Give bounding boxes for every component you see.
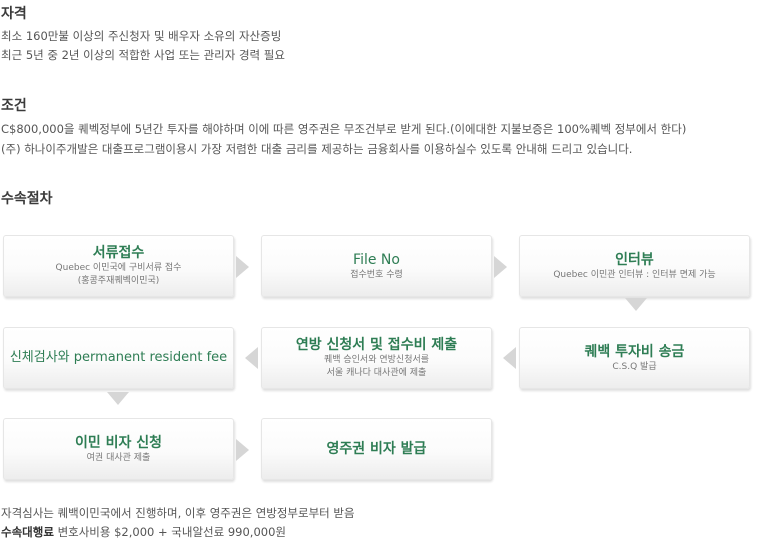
step-interview: 인터뷰 Quebec 이민관 인터뷰 : 인터뷰 면제 가능 bbox=[519, 235, 750, 297]
step-file-number: File No 접수번호 수령 bbox=[261, 235, 492, 297]
step-subtext: 접수번호 수령 bbox=[350, 269, 403, 280]
footer-fee: 수속대행료 변호사비용 $2,000 + 국내알선료 990,000원 bbox=[1, 524, 286, 540]
step-document-submission: 서류접수 Quebec 이민국에 구비서류 접수 (홍콩주재퀘벡이민국) bbox=[3, 235, 234, 297]
fee-text: 변호사비용 $2,000 + 국내알선료 990,000원 bbox=[57, 525, 286, 539]
step-federal-application: 연방 신청서 및 접수비 제출 퀘백 승인서와 연방신청서를 서울 캐나다 대사… bbox=[261, 327, 492, 389]
step-subtext: (홍콩주재퀘벡이민국) bbox=[77, 276, 160, 286]
step-medical-exam: 신체검사와 permanent resident fee bbox=[3, 327, 234, 389]
step-visa-application: 이민 비자 신청 여권 대사관 제출 bbox=[3, 418, 234, 480]
step-title: 퀘백 투자비 송금 bbox=[584, 343, 685, 360]
arrow-right-icon bbox=[494, 256, 507, 278]
step-subtext: 여권 대사관 제출 bbox=[86, 452, 151, 463]
footer-note: 자격심사는 퀘백이민국에서 진행하며, 이후 영주권은 연방정부로부터 받음 bbox=[1, 506, 355, 520]
conditions-title: 조건 bbox=[1, 98, 27, 114]
step-title: 영주권 비자 발급 bbox=[326, 441, 427, 457]
arrow-down-icon bbox=[107, 392, 129, 405]
step-title: 연방 신청서 및 접수비 제출 bbox=[295, 337, 458, 353]
qualification-title: 자격 bbox=[1, 6, 27, 22]
step-title: 이민 비자 신청 bbox=[74, 434, 163, 451]
procedure-title: 수속절차 bbox=[1, 191, 53, 207]
step-subtext: Quebec 이민관 인터뷰 : 인터뷰 면제 가능 bbox=[553, 269, 716, 280]
step-title: File No bbox=[353, 251, 400, 268]
qualification-line-2: 최근 5년 중 2년 이상의 적합한 사업 또는 관리자 경력 필요 bbox=[1, 48, 285, 62]
step-subtext: Quebec 이민국에 구비서류 접수 bbox=[55, 263, 182, 273]
arrow-left-icon bbox=[245, 347, 258, 369]
conditions-line-2: (주) 하나이주개발은 대출프로그램이용시 가장 저렴한 대출 금리를 제공하는… bbox=[1, 142, 633, 156]
step-subtext: 퀘백 승인서와 연방신청서를 bbox=[323, 355, 430, 365]
step-subtext: 서울 캐나다 대사관에 제출 bbox=[326, 368, 427, 378]
fee-label: 수속대행료 bbox=[1, 525, 54, 539]
arrow-right-icon bbox=[236, 256, 249, 278]
arrow-down-icon bbox=[625, 298, 647, 311]
arrow-right-icon bbox=[236, 439, 249, 461]
step-pr-visa-issuance: 영주권 비자 발급 bbox=[261, 418, 492, 480]
step-subtext: C.S.Q 발급 bbox=[612, 361, 657, 372]
step-title: 신체검사와 permanent resident fee bbox=[9, 350, 228, 365]
step-quebec-investment: 퀘백 투자비 송금 C.S.Q 발급 bbox=[519, 327, 750, 389]
arrow-left-icon bbox=[503, 347, 516, 369]
step-title: 서류접수 bbox=[92, 245, 145, 261]
qualification-line-1: 최소 160만불 이상의 주신청자 및 배우자 소유의 자산증빙 bbox=[1, 29, 282, 43]
step-title: 인터뷰 bbox=[615, 251, 654, 268]
conditions-line-1: C$800,000을 퀘벡정부에 5년간 투자를 해야하며 이에 따른 영주권은… bbox=[1, 122, 687, 136]
